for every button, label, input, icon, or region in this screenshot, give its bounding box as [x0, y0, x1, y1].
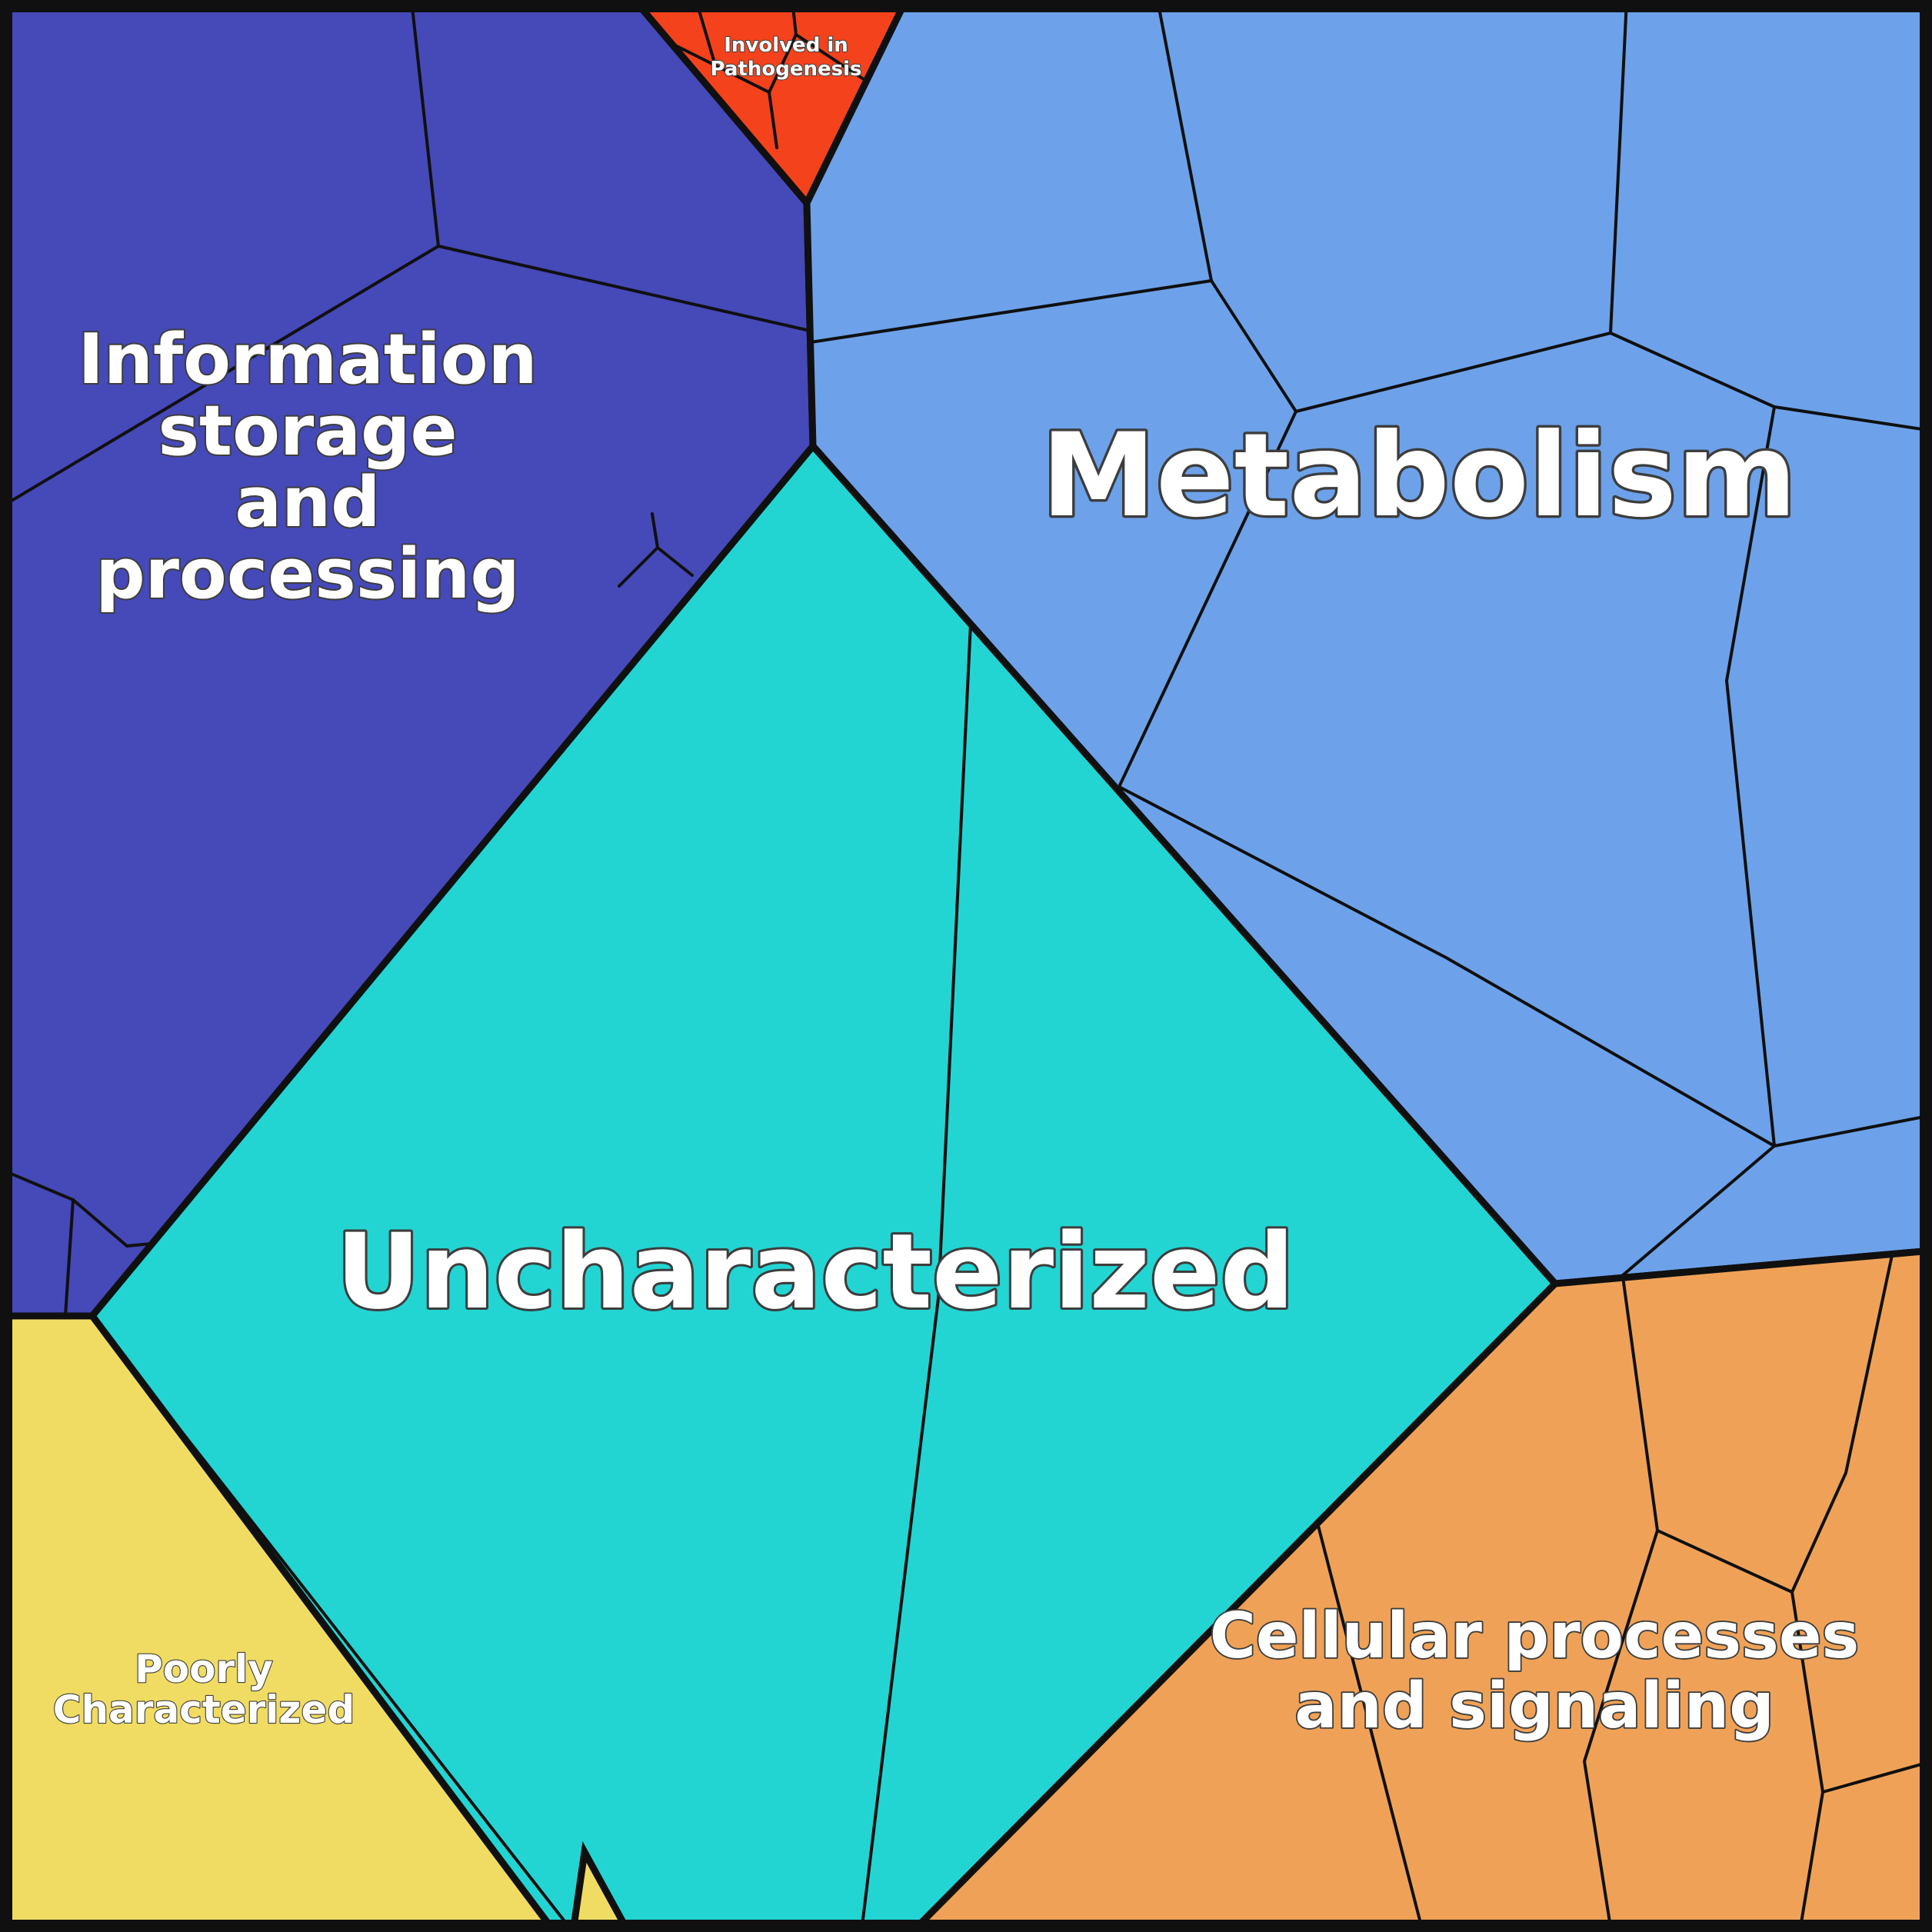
cell-border-metabolism [1725, 679, 1776, 1148]
region-cellular-processes[interactable] [907, 1247, 1932, 1932]
cell-border-metabolism [809, 279, 1213, 344]
label-poorly-characterized: Poorly [135, 1647, 273, 1691]
cell-border-info-storage [437, 245, 811, 332]
region-uncharacterized[interactable] [88, 441, 1561, 1932]
cell-border-cellular-processes [1656, 1529, 1794, 1594]
cell-border-info-storage [410, 0, 440, 248]
cell-border-metabolism [1609, 0, 1628, 335]
label-uncharacterized: Uncharacterized [336, 1211, 1294, 1332]
cell-border-pathogenesis [794, 33, 868, 82]
label-poorly-characterized: Characterized [53, 1687, 355, 1732]
label-pathogenesis: Pathogenesis [711, 58, 862, 81]
label-metabolism: Metabolism [1041, 409, 1797, 543]
cell-border-metabolism [1156, 0, 1213, 282]
cell-border-metabolism [1118, 785, 1776, 1148]
label-info-storage: Information [78, 319, 537, 400]
cell-border-info-storage [72, 1198, 153, 1248]
cell-border-metabolism [1773, 1114, 1932, 1148]
cell-border-uncharacterized [860, 622, 972, 1932]
cell-border-metabolism [1294, 331, 1612, 413]
region-poorly-characterized-small-cell[interactable] [569, 1841, 633, 1932]
cell-border-cellular-processes [1316, 1521, 1424, 1932]
cell-border-metabolism [1725, 405, 1776, 682]
cell-border-metabolism [1118, 410, 1297, 788]
label-pathogenesis: Involved in [724, 34, 848, 57]
label-cellular-processes: and signaling [1294, 1670, 1774, 1743]
label-cellular-processes: Cellular processes [1210, 1600, 1860, 1673]
cell-border-metabolism [1609, 331, 1776, 408]
cell-border-pathogenesis [695, 0, 778, 149]
cell-border-pathogenesis [672, 43, 717, 67]
cell-border-cellular-processes [1790, 1254, 1894, 1594]
cell-border-metabolism [1773, 405, 1932, 432]
cell-border-info-storage [0, 245, 440, 509]
cell-border-cellular-processes [1582, 1275, 1660, 1932]
region-poorly-characterized[interactable] [0, 1312, 559, 1932]
cell-border-metabolism [1210, 279, 1297, 413]
cell-border-metabolism [1621, 1144, 1776, 1277]
cell-border-info-storage [651, 512, 659, 549]
label-info-storage: and [235, 462, 380, 543]
cell-border-cellular-processes [1821, 1760, 1932, 1794]
label-info-storage: storage [158, 391, 457, 471]
cell-border-uncharacterized [105, 1334, 575, 1932]
label-info-storage: processing [95, 534, 520, 615]
